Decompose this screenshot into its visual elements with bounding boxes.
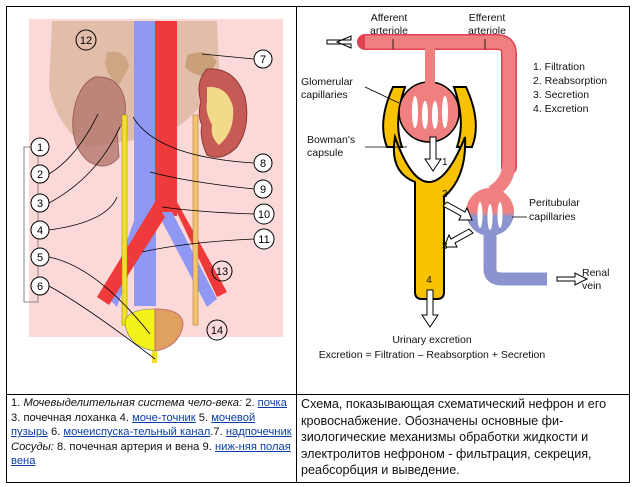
caption-text: 3. почечная лоханка 4.: [11, 411, 133, 424]
excretion-equation: Excretion = Filtration – Reabsorption + …: [319, 349, 546, 361]
iliac-vein-right: [157, 212, 217, 307]
callout-label: 9: [260, 184, 266, 196]
renal-vein-label: vein: [582, 280, 601, 292]
step-number: 2: [442, 189, 448, 200]
efferent-label: arteriole: [468, 25, 506, 37]
right-caption: Схема, показывающая схематический нефрон…: [301, 397, 607, 478]
callout-label: 8: [260, 158, 266, 170]
efferent-arteriole: [365, 35, 516, 167]
callout-label: 6: [37, 281, 43, 293]
ureter-left: [121, 114, 128, 326]
nephron-diagram: Afferent arteriole Efferent arteriole Gl…: [297, 7, 630, 394]
figure-table: 1 2 3 4 5 6 7 8 9 10 11 12 13 14: [6, 6, 630, 483]
callout-label: 4: [37, 225, 43, 237]
kidney-left: [72, 76, 126, 167]
leader-lines: [48, 53, 255, 360]
renal-tubule: [393, 133, 467, 300]
callout-label: 13: [216, 266, 228, 278]
callout-14: [206, 319, 228, 341]
callout-12: [75, 29, 97, 51]
caption-text: 5.: [195, 411, 212, 424]
label-leaders: [364, 39, 527, 218]
afferent-label: arteriole: [370, 25, 408, 37]
filtration-arrow: [424, 136, 442, 172]
urinary-excretion-label: Urinary excretion: [392, 334, 472, 346]
nephron-svg: Afferent arteriole Efferent arteriole Gl…: [301, 12, 609, 361]
renal-vein-arrow: [556, 272, 589, 286]
bowman-left-cup: [382, 86, 407, 148]
renal-pelvis: [206, 86, 234, 145]
glomerular-capillary-loops: [412, 96, 448, 129]
column-divider: [296, 7, 297, 482]
urinary-system-svg: 1 2 3 4 5 6 7 8 9 10 11 12 13 14: [23, 19, 283, 363]
iliac-artery-right: [172, 202, 227, 297]
callout-label: 5: [37, 252, 43, 264]
left-caption: 1. Мочевыделительная система чело-века: …: [11, 396, 293, 482]
row-divider: [7, 394, 629, 395]
glomerular-label: Glomerular: [301, 76, 353, 88]
ureter-right: [192, 114, 199, 326]
callout-label: 12: [80, 35, 92, 47]
secretion-arrow: [443, 228, 474, 248]
caption-text: 1.: [11, 397, 24, 409]
urethra: [152, 351, 157, 363]
link-kidney[interactable]: почка: [257, 397, 287, 409]
efferent-label: Efferent: [469, 12, 506, 24]
link-bladder[interactable]: мочевой пузырь: [11, 411, 256, 439]
callout-label: 14: [211, 325, 223, 337]
peritubular-loops: [477, 202, 503, 230]
link-inferior-vena-cava[interactable]: ниж-няя полая вена: [11, 440, 291, 468]
link-urethra[interactable]: мочеиспуска-тельный канал: [63, 426, 211, 439]
renal-vein-label: Renal: [582, 267, 609, 279]
callout-label: 1: [37, 142, 43, 154]
caption-text: 2.: [242, 397, 258, 409]
inflow-arrow: [326, 35, 352, 49]
caption-text: 8. почечная артерия и вена 9.: [53, 440, 215, 453]
glomerular-stalk: [425, 47, 435, 87]
bladder-right: [154, 308, 184, 352]
glomerulus: [398, 81, 460, 143]
reabsorption-arrow: [442, 201, 473, 221]
peritubular-label: Peritubular: [529, 197, 580, 209]
legend-item: 3. Secretion: [533, 89, 589, 101]
step-number: 1: [442, 157, 448, 168]
efferent-descend: [488, 161, 516, 198]
legend-item: 4. Excretion: [533, 103, 589, 115]
callout-circles: [30, 29, 275, 341]
legend-item: 1. Filtration: [533, 61, 585, 73]
link-adrenal[interactable]: надпочечник: [225, 426, 292, 439]
callout-13: [211, 260, 233, 282]
bowman-label: capsule: [307, 147, 343, 159]
callout-label: 10: [258, 209, 270, 221]
step-number: 3: [442, 241, 448, 252]
legend-item: 2. Reabsorption: [533, 75, 607, 87]
bowman-label: Bowman's: [307, 134, 355, 146]
caption-text: .7.: [210, 426, 226, 439]
bladder-left: [124, 308, 156, 352]
callout-label: 3: [37, 198, 43, 210]
excretion-arrow: [421, 289, 439, 328]
caption-italic: Сосуды:: [11, 440, 54, 453]
bowman-right-cup: [452, 86, 477, 148]
inferior-vena-cava: [134, 21, 156, 306]
glomerular-label: capillaries: [301, 89, 348, 101]
caption-italic: Мочевыделительная система чело-века:: [23, 397, 243, 409]
link-ureter[interactable]: моче-точник: [132, 411, 196, 424]
callout-1: [30, 137, 50, 157]
iliac-artery-left: [97, 202, 165, 305]
callout-label: 11: [258, 234, 269, 246]
afferent-label: Afferent: [371, 12, 408, 24]
urinary-system-illustration: 1 2 3 4 5 6 7 8 9 10 11 12 13 14: [7, 7, 296, 394]
adrenal-gland-left: [105, 51, 129, 85]
renal-vein-vessel: [483, 232, 547, 286]
caption-text: 6.: [47, 426, 64, 439]
callout-label: 7: [260, 54, 266, 66]
aorta: [155, 21, 177, 216]
callout-label: 2: [37, 169, 43, 181]
peritubular-label: capillaries: [529, 211, 576, 223]
step-number: 4: [426, 275, 432, 286]
